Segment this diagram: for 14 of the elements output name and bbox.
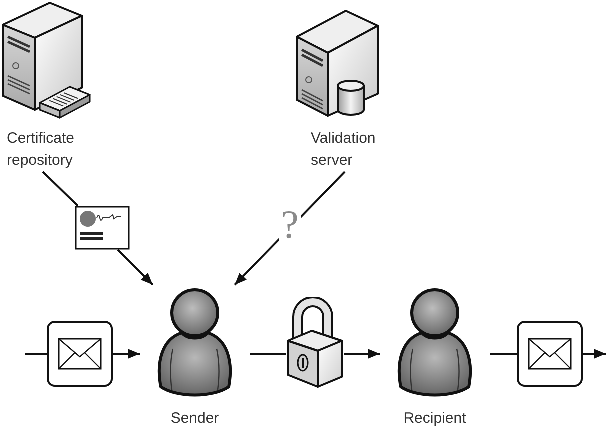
person-label: Recipient [404,409,466,429]
server-label: Certificate repository [7,129,76,171]
envelope-tile [47,321,113,387]
connector-line [490,353,517,355]
person-label: Sender [170,409,220,429]
arrow [344,349,380,359]
arrow [113,349,140,359]
arrow [583,349,606,359]
server-label: Validation server [311,129,377,171]
arrow [117,249,154,286]
envelope-tile [517,321,583,387]
connector-line [250,353,286,355]
connector-line [42,171,79,207]
connector-line [25,353,47,355]
